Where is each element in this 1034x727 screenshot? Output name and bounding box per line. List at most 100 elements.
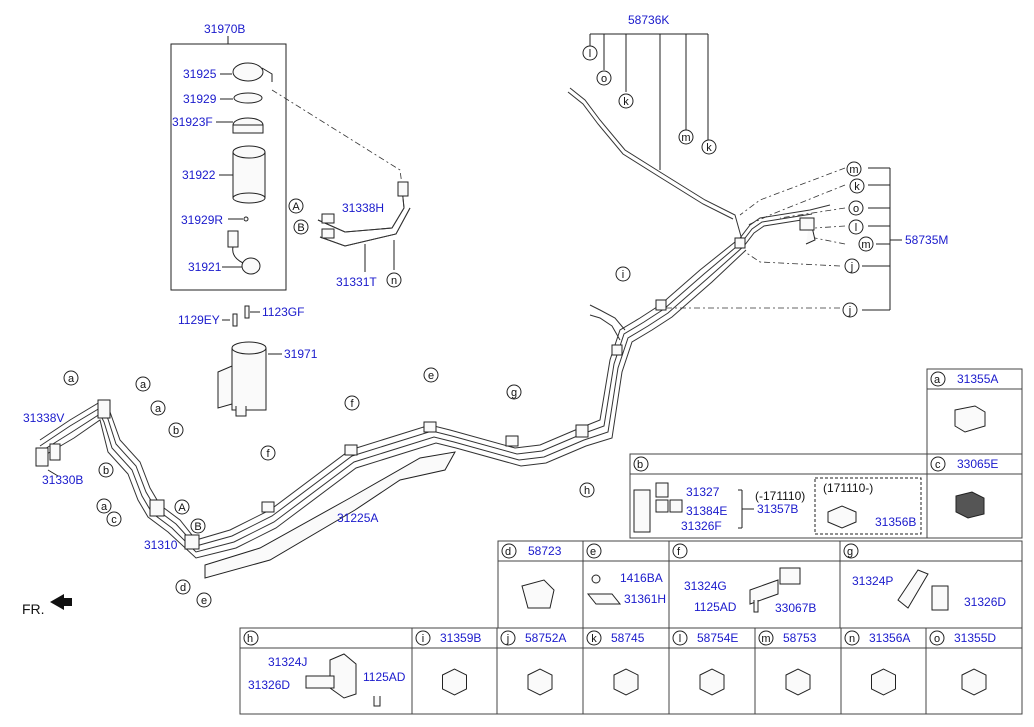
ref-bubble-k[interactable] (618, 93, 634, 109)
ref-bubble-label: f (266, 448, 270, 460)
legend-letter-n: n (849, 633, 855, 645)
box-b-part-31384E[interactable]: 31384E (686, 504, 727, 518)
h-part-1125AD[interactable]: 1125AD (363, 670, 406, 684)
detail-letter-bubble (672, 630, 688, 646)
ref-bubble-l[interactable] (848, 219, 864, 235)
f-part-1125AD[interactable]: 1125AD (694, 600, 737, 614)
legend-part-31359B[interactable]: 31359B (440, 631, 481, 645)
ref-bubble-B[interactable] (293, 219, 309, 235)
ref-bubble-label: k (854, 181, 860, 193)
f-part-31324G[interactable]: 31324G (684, 579, 727, 593)
legend-part-31356A[interactable]: 31356A (869, 631, 910, 645)
callout-31331T[interactable]: 31331T (336, 275, 377, 289)
callout-31925[interactable]: 31925 (183, 67, 217, 81)
ref-bubble-g[interactable] (506, 384, 522, 400)
ref-bubble-o[interactable] (596, 70, 612, 86)
ref-bubble-a[interactable] (135, 376, 151, 392)
box-b-part-31327[interactable]: 31327 (686, 485, 720, 499)
front-direction-label: FR. (22, 601, 45, 617)
ref-bubble-label: d (180, 582, 186, 594)
ref-bubble-a[interactable] (96, 498, 112, 514)
ref-bubble-h[interactable] (579, 482, 595, 498)
e-part-1416BA[interactable]: 1416BA (620, 571, 663, 585)
small-o-ring-part (243, 216, 249, 222)
filter-cap-part (232, 62, 264, 82)
ref-bubble-label: a (101, 501, 108, 513)
callout-31310[interactable]: 31310 (144, 538, 178, 552)
box-b-part-31326F[interactable]: 31326F (681, 519, 722, 533)
ref-bubble-A[interactable] (288, 198, 304, 214)
callout-31971[interactable]: 31971 (284, 347, 318, 361)
h-part-31324J[interactable]: 31324J (268, 655, 307, 669)
ref-bubble-b[interactable] (98, 462, 114, 478)
legend-part-58754E[interactable]: 58754E (697, 631, 738, 645)
ref-bubble-a[interactable] (63, 370, 79, 386)
ref-bubble-f[interactable] (344, 395, 360, 411)
callout-31338V[interactable]: 31338V (23, 411, 64, 425)
callout-31929R[interactable]: 31929R (181, 213, 223, 227)
callout-31922[interactable]: 31922 (182, 168, 216, 182)
legend-part-31355A[interactable]: 31355A (957, 372, 998, 386)
box-b-part-31357B[interactable]: 31357B (757, 502, 798, 516)
callout-31921[interactable]: 31921 (188, 260, 222, 274)
filter-bracket-part (231, 347, 267, 411)
g-part-31324P[interactable]: 31324P (852, 574, 893, 588)
ref-bubble-j[interactable] (842, 302, 858, 318)
ref-bubble-label: a (140, 379, 147, 391)
callout-31970B[interactable]: 31970B (204, 22, 245, 36)
legend-letter-i: i (422, 633, 424, 645)
ref-bubble-label: k (706, 142, 712, 154)
box-b-date-after: (171110-) (823, 481, 873, 495)
clip-part-image (442, 668, 467, 696)
callout-31923F[interactable]: 31923F (172, 115, 213, 129)
callout-31225A[interactable]: 31225A (337, 511, 378, 525)
detail-letter-bubble (758, 630, 774, 646)
ref-bubble-i[interactable] (615, 266, 631, 282)
legend-part-31355D[interactable]: 31355D (954, 631, 996, 645)
e-part-31361H[interactable]: 31361H (624, 592, 666, 606)
clip-part-image (961, 668, 987, 696)
callout-31338H[interactable]: 31338H (342, 201, 384, 215)
ref-bubble-A[interactable] (174, 499, 190, 515)
legend-part-58745[interactable]: 58745 (611, 631, 645, 645)
ref-bubble-j[interactable] (844, 258, 860, 274)
callout-58735M[interactable]: 58735M (905, 233, 948, 247)
ref-bubble-f[interactable] (260, 445, 276, 461)
o-ring-part (233, 92, 263, 104)
legend-part-58723[interactable]: 58723 (528, 544, 562, 558)
ref-bubble-e[interactable] (196, 592, 212, 608)
g-part-31326D[interactable]: 31326D (964, 595, 1006, 609)
ref-bubble-B[interactable] (190, 518, 206, 534)
ref-bubble-k[interactable] (849, 178, 865, 194)
ref-bubble-c[interactable] (106, 511, 122, 527)
legend-letter-k: k (591, 633, 597, 645)
ref-bubble-m[interactable] (678, 129, 694, 145)
f-part-33067B[interactable]: 33067B (775, 601, 816, 615)
ref-bubble-d[interactable] (175, 579, 191, 595)
ref-bubble-k[interactable] (701, 139, 717, 155)
ref-bubble-o[interactable] (848, 200, 864, 216)
ref-bubble-l[interactable] (582, 45, 598, 61)
ref-bubble-b[interactable] (168, 422, 184, 438)
ref-bubble-a[interactable] (150, 400, 166, 416)
legend-part-58753[interactable]: 58753 (783, 631, 817, 645)
clip-part-image (785, 668, 811, 696)
ref-bubble-m[interactable] (858, 236, 874, 252)
callout-1123GF[interactable]: 1123GF (262, 305, 304, 319)
h-part-31326D[interactable]: 31326D (248, 678, 290, 692)
ref-bubble-e[interactable] (423, 367, 439, 383)
callout-31330B[interactable]: 31330B (42, 473, 83, 487)
ref-bubble-m[interactable] (846, 161, 862, 177)
legend-letter-l: l (679, 633, 681, 645)
callout-58736K[interactable]: 58736K (628, 13, 669, 27)
water-sensor-part (241, 257, 261, 275)
box-b-part-31356B[interactable]: 31356B (875, 515, 916, 529)
legend-part-58752A[interactable]: 58752A (525, 631, 566, 645)
clip-part-image (613, 668, 639, 696)
callout-31929[interactable]: 31929 (183, 92, 217, 106)
ref-bubble-n[interactable] (386, 272, 402, 288)
callout-1129EY[interactable]: 1129EY (178, 313, 220, 327)
legend-part-33065E[interactable]: 33065E (957, 457, 998, 471)
